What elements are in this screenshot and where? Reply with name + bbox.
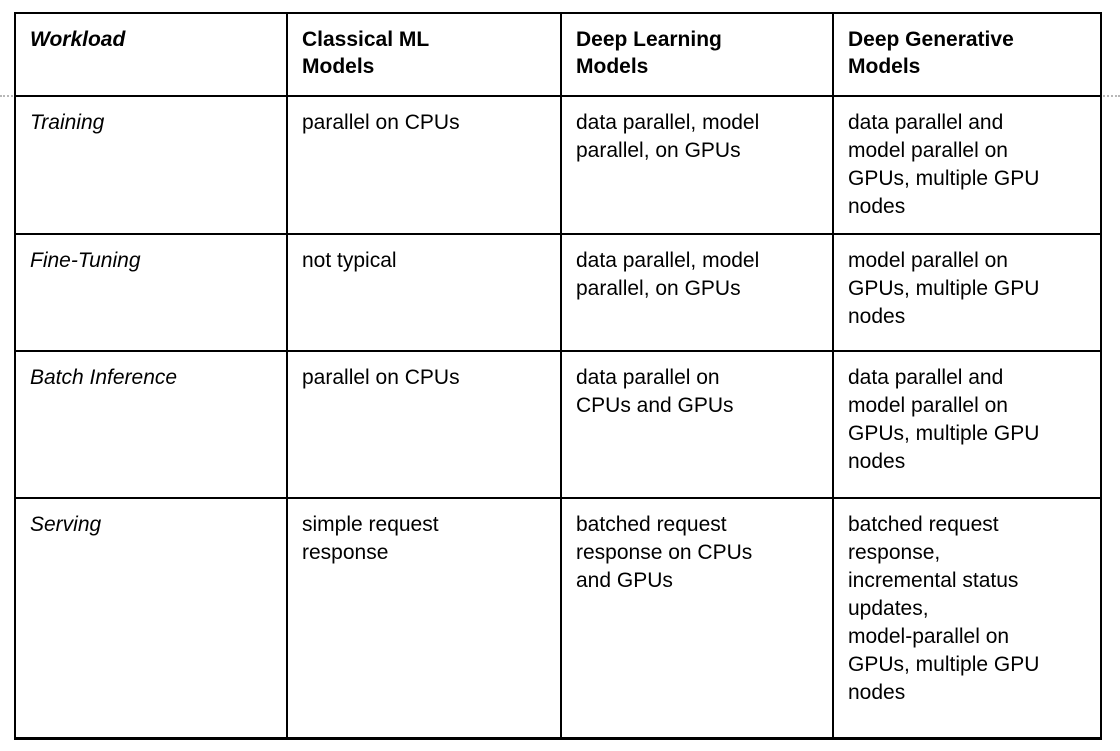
table-row: Batch Inference parallel on CPUs data pa… <box>14 350 1102 499</box>
workload-comparison-table: Workload Classical ML Models Deep Learni… <box>14 12 1102 740</box>
cell-deep-generative: model parallel on GPUs, multiple GPU nod… <box>832 233 1102 352</box>
table-row: Fine-Tuning not typical data parallel, m… <box>14 233 1102 352</box>
cell-workload-text: Training <box>30 111 105 134</box>
column-header-workload: Workload <box>14 12 288 97</box>
cell-workload-text: Fine-Tuning <box>30 249 141 272</box>
cell-classical-ml-text: simple request response <box>302 513 439 564</box>
cell-deep-learning-text: batched request response on CPUs and GPU… <box>576 513 753 592</box>
cell-classical-ml-text: not typical <box>302 249 397 272</box>
column-header-deep-learning-models-label: Deep Learning Models <box>576 28 722 78</box>
column-header-deep-generative-models: Deep Generative Models <box>832 12 1102 97</box>
cell-deep-generative-text: model parallel on GPUs, multiple GPU nod… <box>848 249 1040 328</box>
column-header-classical-ml-models-label: Classical ML Models <box>302 28 430 78</box>
cell-workload-text: Batch Inference <box>30 366 178 389</box>
cell-deep-generative-text: data parallel and model parallel on GPUs… <box>848 111 1040 218</box>
cell-deep-learning: data parallel, model parallel, on GPUs <box>560 95 834 235</box>
cell-classical-ml: parallel on CPUs <box>286 350 562 499</box>
cell-workload: Training <box>14 95 288 235</box>
cell-workload: Batch Inference <box>14 350 288 499</box>
cell-deep-learning-text: data parallel on CPUs and GPUs <box>576 366 734 417</box>
cell-deep-generative: data parallel and model parallel on GPUs… <box>832 95 1102 235</box>
cell-classical-ml-text: parallel on CPUs <box>302 111 460 134</box>
column-header-deep-learning-models: Deep Learning Models <box>560 12 834 97</box>
cell-classical-ml-text: parallel on CPUs <box>302 366 460 389</box>
cell-deep-learning: batched request response on CPUs and GPU… <box>560 497 834 740</box>
cell-deep-generative: batched request response, incremental st… <box>832 497 1102 740</box>
table-header-row: Workload Classical ML Models Deep Learni… <box>14 12 1102 97</box>
cell-workload: Fine-Tuning <box>14 233 288 352</box>
cell-deep-generative-text: batched request response, incremental st… <box>848 513 1040 704</box>
cell-deep-generative-text: data parallel and model parallel on GPUs… <box>848 366 1040 473</box>
cell-workload-text: Serving <box>30 513 102 536</box>
table-row: Training parallel on CPUs data parallel,… <box>14 95 1102 235</box>
column-header-deep-generative-models-label: Deep Generative Models <box>848 28 1014 78</box>
cell-workload: Serving <box>14 497 288 740</box>
column-header-classical-ml-models: Classical ML Models <box>286 12 562 97</box>
cell-deep-learning-text: data parallel, model parallel, on GPUs <box>576 249 760 300</box>
cell-deep-learning-text: data parallel, model parallel, on GPUs <box>576 111 760 162</box>
column-header-workload-label: Workload <box>30 28 126 51</box>
cell-classical-ml: simple request response <box>286 497 562 740</box>
cell-deep-generative: data parallel and model parallel on GPUs… <box>832 350 1102 499</box>
cell-classical-ml: not typical <box>286 233 562 352</box>
workload-comparison-table-container: Workload Classical ML Models Deep Learni… <box>14 12 1102 740</box>
cell-deep-learning: data parallel, model parallel, on GPUs <box>560 233 834 352</box>
cell-deep-learning: data parallel on CPUs and GPUs <box>560 350 834 499</box>
cell-classical-ml: parallel on CPUs <box>286 95 562 235</box>
table-row: Serving simple request response batched … <box>14 497 1102 740</box>
